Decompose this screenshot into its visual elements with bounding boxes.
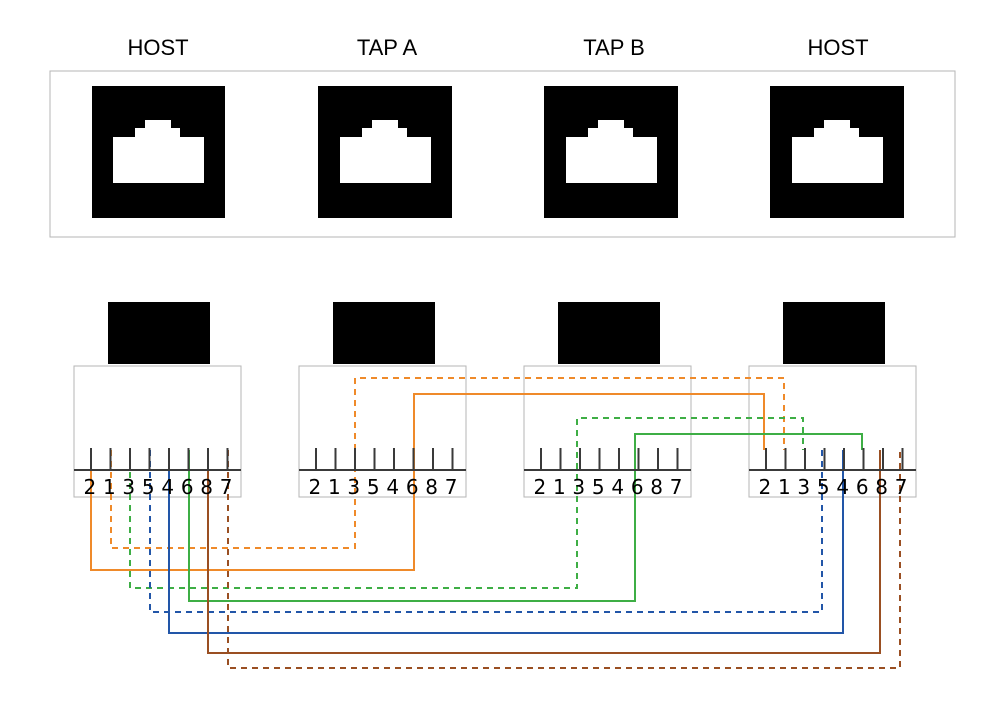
rj45-jack-icon-host-right [770, 86, 904, 218]
wires [90, 377, 901, 669]
port-label-tap-a: TAP A [357, 35, 418, 60]
pin-row-host-right [749, 448, 916, 471]
wire-green-dashed [129, 417, 804, 589]
rj45-jack-icon-tap-b [544, 86, 678, 218]
connector-host-right [748, 302, 917, 498]
wire-orange-dashed [110, 377, 785, 549]
wire-brown-dashed [227, 450, 901, 669]
pin-row-tap-a [299, 448, 466, 471]
connector-host-left [73, 302, 242, 498]
pin-row-host-left [74, 448, 241, 471]
connector-tap-b [523, 302, 692, 498]
connector-tap-a [298, 302, 467, 498]
port-label-tap-b: TAP B [583, 35, 645, 60]
wire-blue-dashed [149, 450, 823, 613]
port-label-host-left: HOST [127, 35, 188, 60]
rj45-jack-icon-host-left [92, 86, 225, 218]
wire-green-solid [188, 433, 863, 602]
rj45-jack-icon-tap-a [318, 86, 452, 218]
pin-row-tap-b [524, 448, 691, 471]
port-label-host-right: HOST [807, 35, 868, 60]
wire-blue-solid [168, 450, 844, 634]
wire-orange-solid [90, 393, 765, 571]
wire-brown-solid [207, 450, 881, 654]
